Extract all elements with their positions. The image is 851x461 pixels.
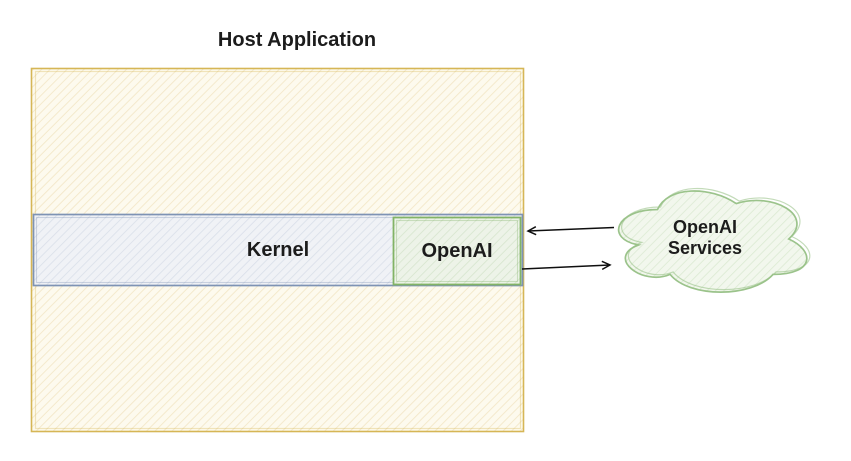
arrow-inbound-cloud-to-openai — [526, 226, 615, 236]
openai-services-cloud-sketch-stroke — [621, 187, 811, 291]
openai-connector-box — [392, 216, 522, 286]
openai-services-cloud — [617, 190, 808, 293]
arrow-outbound-openai-to-cloud — [521, 260, 612, 271]
openai-connector-box-sketch-stroke — [395, 219, 519, 283]
